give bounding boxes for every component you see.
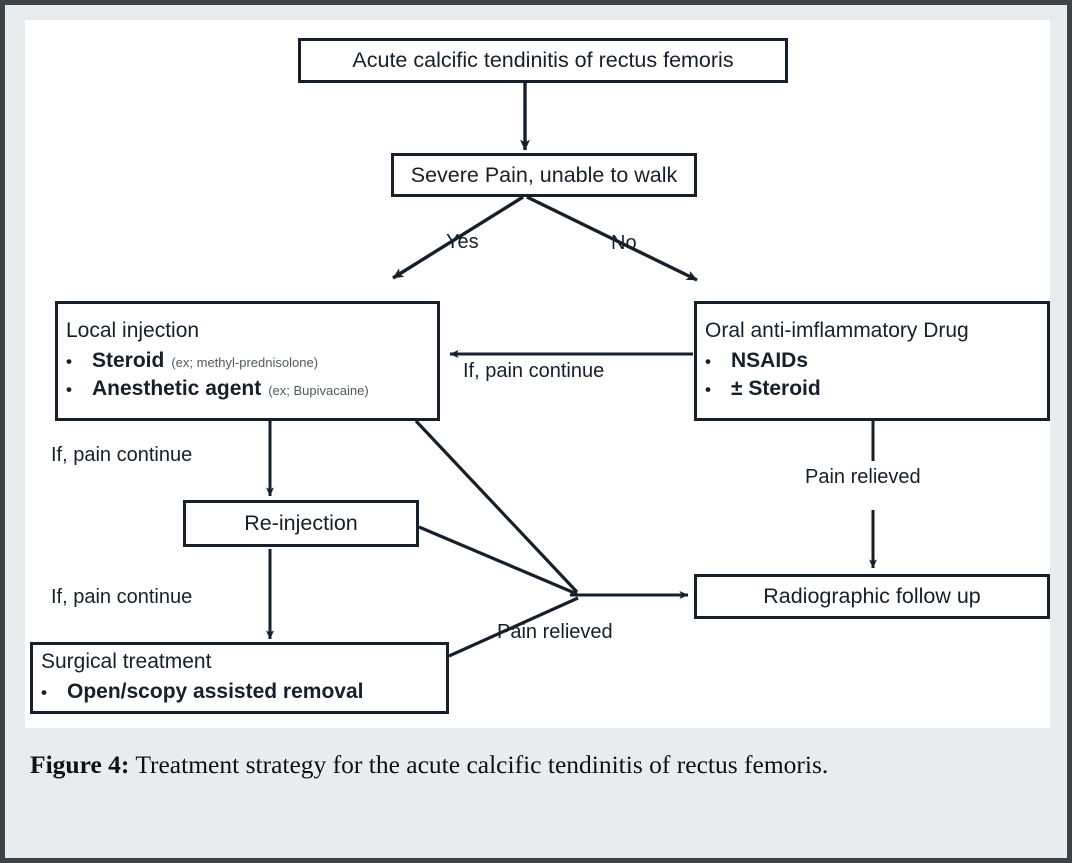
node-start-label: Acute calcific tendinitis of rectus femo… [352,48,734,73]
edge-label-oral-to-local: If, pain continue [463,360,605,382]
node-radiographic-label: Radiographic follow up [763,584,981,609]
bullet-glyph: • [705,380,711,400]
node-local-injection-title: Local injection [66,319,200,343]
bullet-glyph: • [66,380,72,400]
bullet-text: Open/scopy assisted removal [67,680,364,704]
node-decision-label: Severe Pain, unable to walk [410,162,678,187]
figure-caption: Figure 4: Treatment strategy for the acu… [30,747,1050,784]
bullet-glyph: • [41,683,47,703]
edge-local-to-junction [414,419,579,594]
node-surgical-title: Surgical treatment [41,650,212,674]
bullet-glyph: • [705,352,711,372]
node-oral-drug[interactable]: Oral anti-imflammatory Drug • NSAIDs • ±… [694,301,1050,421]
node-oral-drug-bullets: • NSAIDs • ± Steroid [697,347,1047,402]
edge-decision-no [526,195,698,282]
node-reinjection[interactable]: Re-injection [183,500,419,547]
figure-caption-text: Treatment strategy for the acute calcifi… [135,750,829,779]
node-reinjection-label: Re-injection [244,511,358,536]
edge-label-reinjection-to-surgical: If, pain continue [51,586,193,608]
bullet-item: • NSAIDs [705,347,1047,375]
figure-caption-label: Figure 4: [30,750,130,779]
node-surgical[interactable]: Surgical treatment • Open/scopy assisted… [30,642,449,714]
node-local-injection-bullets: • Steroid (ex; methyl-prednisolone) • An… [58,347,437,402]
edge-label-yes: Yes [446,231,479,253]
edge-label-local-to-reinjection: If, pain continue [51,444,193,466]
bullet-text: Anesthetic agent [92,377,262,401]
node-oral-drug-title: Oral anti-imflammatory Drug [705,319,969,343]
node-decision[interactable]: Severe Pain, unable to walk [391,153,697,197]
bullet-item: • Steroid (ex; methyl-prednisolone) [66,347,437,375]
bullet-text: NSAIDs [731,349,809,373]
bullet-example: (ex; methyl-prednisolone) [171,355,319,371]
edge-label-oral-pain-relieved: Pain relieved [805,466,921,488]
diagram-canvas: Acute calcific tendinitis of rectus femo… [25,20,1050,728]
node-radiographic[interactable]: Radiographic follow up [694,574,1050,619]
node-surgical-bullets: • Open/scopy assisted removal [33,678,446,706]
bullet-text: Steroid [92,349,165,373]
edge-reinjection-to-junction [418,525,578,596]
bullet-item: • ± Steroid [705,375,1047,403]
bullet-text: ± Steroid [731,377,821,401]
node-local-injection[interactable]: Local injection • Steroid (ex; methyl-pr… [55,301,440,421]
bullet-item: • Anesthetic agent (ex; Bupivacaine) [66,375,437,403]
edge-decision-yes [392,195,524,280]
bullet-item: • Open/scopy assisted removal [41,678,446,706]
bullet-glyph: • [66,352,72,372]
edge-surgical-to-junction [448,596,579,658]
edge-label-junction-pain-relieved: Pain relieved [497,621,613,643]
node-start[interactable]: Acute calcific tendinitis of rectus femo… [298,38,788,83]
diagram-connectors [266,80,877,658]
edge-label-no: No [611,232,637,254]
bullet-example: (ex; Bupivacaine) [268,383,369,399]
